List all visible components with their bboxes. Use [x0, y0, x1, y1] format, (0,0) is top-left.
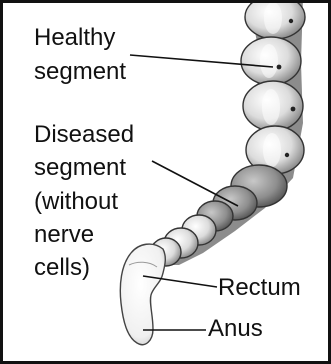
label-diseased-segment-line-5: cells) [34, 253, 90, 282]
label-diseased-segment-line-4: nerve [34, 220, 94, 249]
leader-diseased [152, 161, 238, 206]
label-diseased-segment-line-1: Diseased [34, 120, 134, 149]
label-diseased-segment-line-3: (without [34, 187, 118, 216]
label-rectum: Rectum [218, 273, 301, 302]
label-anus: Anus [208, 314, 263, 343]
label-healthy-segment-line-2: segment [34, 57, 126, 86]
label-diseased-segment-line-2: segment [34, 153, 126, 182]
label-healthy-segment-line-1: Healthy [34, 23, 115, 52]
